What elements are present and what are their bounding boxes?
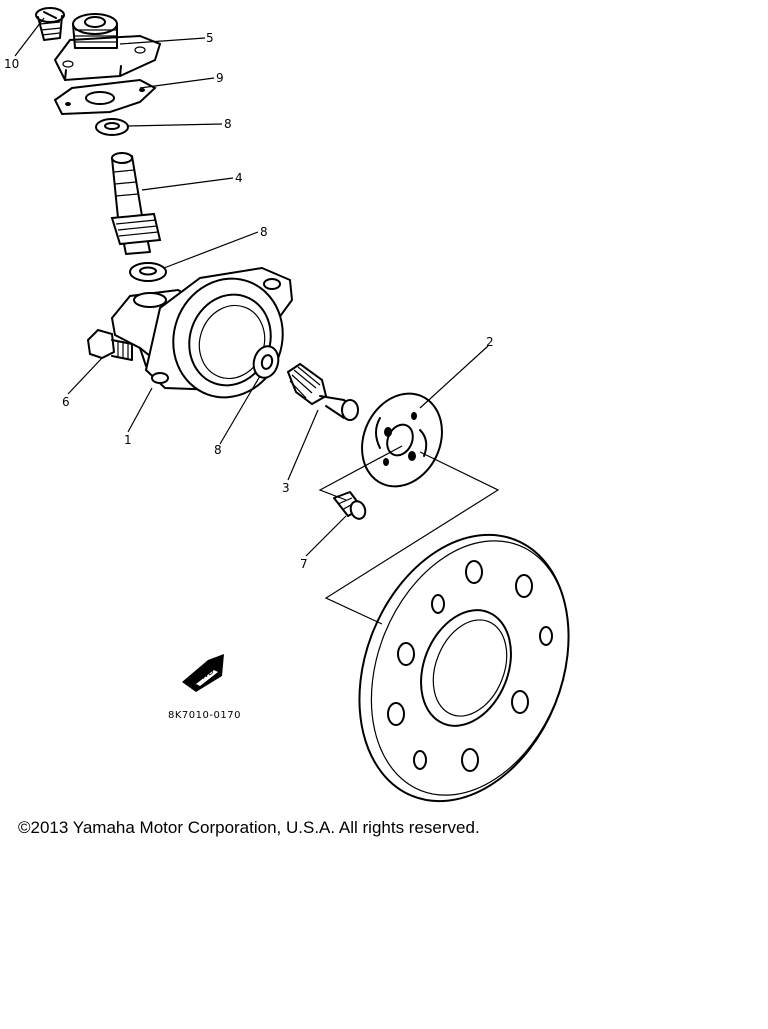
callout-9: 9 — [216, 71, 224, 85]
part-8-washer-middle — [129, 262, 167, 282]
part-5-gear-housing — [53, 13, 162, 82]
part-7-screw — [333, 491, 367, 520]
part-4-driven-gear-shaft — [110, 152, 162, 255]
callout-5: 5 — [206, 31, 214, 45]
callout-numbers: 5 9 8 4 8 10 6 1 8 3 2 7 — [4, 31, 494, 571]
part-6-bolt — [86, 328, 133, 361]
part-2-clutch-plate — [361, 392, 443, 488]
leader-lines — [14, 17, 500, 625]
drawing-code: 8K7010-0170 — [168, 710, 241, 721]
copyright-notice: ©2013 Yamaha Motor Corporation, U.S.A. A… — [18, 818, 480, 837]
wheel-hub-disc — [358, 533, 570, 803]
part-3-drive-gear — [286, 362, 359, 421]
part-8-washer-top — [95, 118, 129, 136]
part-10-screw — [35, 7, 65, 41]
part-1-gear-unit-housing — [110, 266, 294, 399]
fwd-arrow-icon: FWD — [182, 654, 224, 692]
callout-7: 7 — [300, 557, 308, 571]
callout-4: 4 — [235, 171, 243, 185]
callout-3: 3 — [282, 481, 290, 495]
callout-8-top: 8 — [224, 117, 232, 131]
callout-1: 1 — [124, 433, 132, 447]
part-8-washer-lower — [252, 345, 280, 379]
callout-8-middle: 8 — [260, 225, 268, 239]
callout-8-lower: 8 — [214, 443, 222, 457]
part-9-gasket — [53, 78, 157, 116]
callout-2: 2 — [486, 335, 494, 349]
callout-10: 10 — [4, 57, 19, 71]
callout-6: 6 — [62, 395, 70, 409]
